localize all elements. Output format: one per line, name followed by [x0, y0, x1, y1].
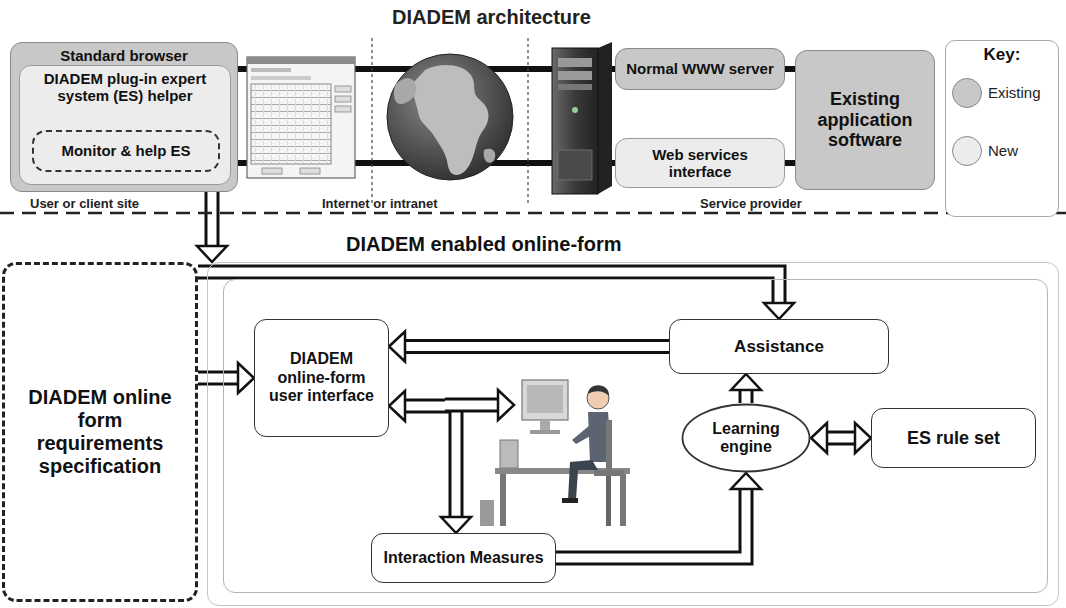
plugin-box: DIADEM plug-in expert system (ES) helper…: [19, 65, 231, 185]
site-label: User or client site: [30, 196, 139, 211]
process-box: DIADEM online-form user interface: [254, 319, 389, 437]
node-text: Monitor & help ES: [61, 142, 190, 159]
legend-text: Existing: [988, 84, 1041, 101]
process-box: ES rule set: [871, 408, 1036, 468]
arrow-fill: [405, 406, 456, 517]
arrow-head: [731, 374, 761, 390]
globe-icon: [387, 54, 513, 180]
arrow-head: [389, 391, 405, 421]
service-box: Web services interface: [615, 138, 785, 188]
arrow-head: [441, 517, 471, 533]
node-text: Interaction Measures: [383, 549, 543, 567]
hollow-arrow: [556, 473, 761, 558]
node-text: Web services interface: [624, 146, 776, 181]
node-text: DIADEM plug-in expert system (ES) helper: [28, 70, 222, 105]
link-stroke: [785, 160, 795, 166]
node-text: DIADEM online form requirements specific…: [13, 386, 187, 478]
arrow-head: [389, 332, 405, 362]
diagram-title: DIADEM architecture: [392, 6, 591, 29]
arrow-fill: [198, 374, 238, 383]
process-box: Interaction Measures: [371, 533, 556, 583]
server-box: Normal WWW server: [615, 48, 785, 90]
user-at-desk: [445, 380, 630, 526]
screenshot-window: [247, 57, 355, 178]
arrow-fill: [198, 272, 779, 303]
arrow-fill: [556, 489, 746, 558]
node-text: Existing application software: [804, 89, 926, 151]
arrow-outline: [556, 489, 746, 558]
node-text: Learning engine: [701, 420, 791, 457]
key-box: Key:: [945, 40, 1059, 217]
link-line: [785, 163, 795, 164]
link-stroke: [785, 66, 795, 72]
arrow-head: [764, 303, 794, 319]
legend-swatch: [952, 78, 982, 108]
hollow-arrow: [389, 332, 669, 362]
hollow-arrow: [731, 374, 761, 403]
node-text: Key:: [984, 45, 1021, 65]
application-box: Existing application software: [795, 50, 935, 190]
arrow-fill: [405, 342, 669, 351]
arrow-fill: [742, 390, 751, 403]
arrow-head: [238, 363, 254, 393]
divider-lines: [0, 38, 1066, 213]
node-text: Assistance: [734, 337, 824, 357]
form-region: DIADEM enabled online-formDIADEM online-…: [207, 262, 1059, 606]
arrow-outline: [739, 390, 754, 403]
arrow-outline: [198, 272, 779, 303]
process-box: Assistance: [669, 319, 889, 374]
site-label: Internet or intranet: [322, 196, 438, 211]
arrow-outline: [198, 371, 238, 386]
server-tower: [552, 42, 612, 194]
arrow-head: [855, 423, 871, 453]
legend-text: New: [988, 142, 1018, 159]
node-text: DIADEM online-form user interface: [263, 350, 380, 405]
arrow-head: [197, 246, 227, 262]
arrow-outline: [405, 406, 456, 517]
site-label: Service provider: [700, 196, 802, 211]
arrow-fill: [827, 434, 855, 443]
link-line: [785, 69, 795, 70]
monitor-box: Monitor & help ES: [32, 130, 220, 172]
node-text: Standard browser: [60, 47, 188, 64]
arrow-outline: [827, 431, 855, 446]
spec-box: DIADEM online form requirements specific…: [2, 262, 198, 602]
arrow-outline: [405, 339, 669, 354]
process-ellipse: Learning engine: [681, 403, 811, 473]
browser-box: Standard browserDIADEM plug-in expert sy…: [10, 42, 238, 192]
node-text: ES rule set: [907, 428, 1000, 449]
hollow-arrow: [811, 423, 871, 453]
arrow-head: [811, 423, 827, 453]
arrow-head: [731, 473, 761, 489]
node-text: Normal WWW server: [626, 60, 774, 77]
region-heading: DIADEM enabled online-form: [346, 233, 622, 256]
legend-swatch: [952, 136, 982, 166]
